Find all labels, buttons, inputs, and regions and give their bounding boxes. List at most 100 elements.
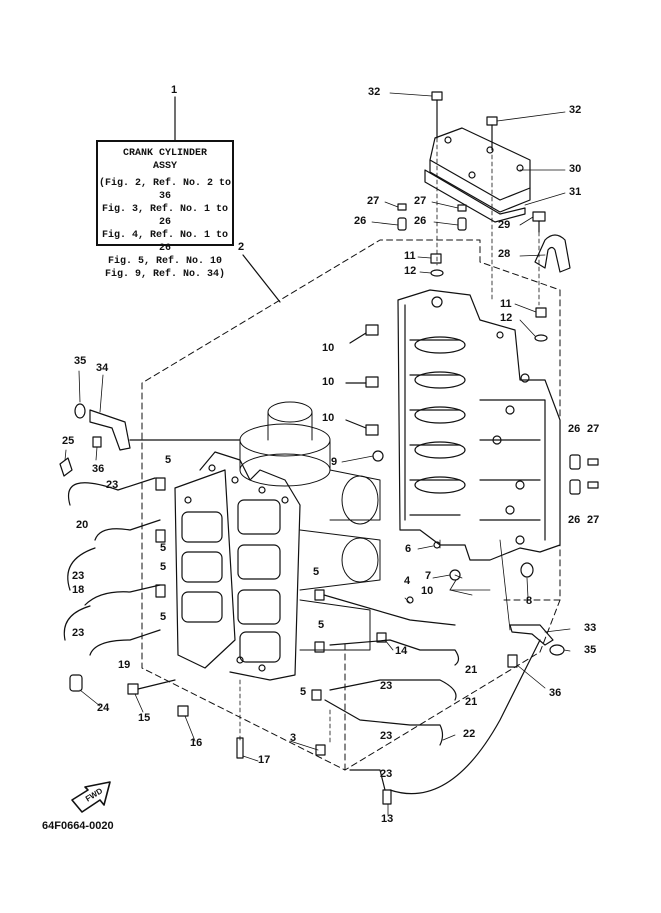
pin-17	[236, 737, 244, 759]
vertical-leader-lines	[239, 137, 540, 746]
callout-23: 23	[72, 627, 85, 639]
callout-31: 31	[569, 186, 582, 198]
hoses-left	[63, 477, 161, 656]
assembly-ref-line: (Fig. 2, Ref. No. 2 to 36	[98, 178, 232, 202]
bolt-36-left	[92, 436, 102, 448]
callout-17: 17	[258, 754, 271, 766]
bolt-32-right	[486, 116, 498, 151]
callout-23: 23	[72, 570, 85, 582]
callout-10: 10	[421, 585, 434, 597]
callout-6: 6	[405, 543, 412, 555]
leader-2	[242, 254, 281, 303]
callout-7: 7	[425, 570, 432, 582]
callout-36: 36	[92, 463, 105, 475]
cylinder-block	[397, 289, 561, 561]
washer-12-left	[430, 269, 444, 277]
clip-26-mid	[457, 217, 467, 231]
callout-20: 20	[76, 519, 89, 531]
document-code: 64F0664-0020	[42, 820, 114, 832]
clip-25	[59, 457, 73, 477]
callout-26: 26	[568, 423, 581, 435]
callout-33: 33	[584, 622, 597, 634]
callout-18: 18	[72, 584, 85, 596]
callout-9: 9	[331, 456, 338, 468]
callout-5: 5	[318, 619, 325, 631]
tube-13	[382, 789, 392, 805]
callout-5: 5	[313, 566, 320, 578]
bolt-16	[177, 705, 189, 717]
grommet-24	[69, 674, 83, 692]
callout-15: 15	[138, 712, 151, 724]
screw-27-mid	[457, 204, 467, 212]
cover-34	[89, 409, 241, 451]
callout-10: 10	[322, 376, 335, 388]
assembly-ref-line: Fig. 9, Ref. No. 34)	[104, 269, 226, 280]
fitting-5-left-c	[155, 584, 166, 598]
clip-26-right-b	[569, 479, 581, 495]
plug-4	[406, 596, 414, 604]
callout-24: 24	[97, 702, 110, 714]
callout-26: 26	[568, 514, 581, 526]
callout-19: 19	[118, 659, 131, 671]
fitting-5-left-a	[155, 477, 166, 491]
callout-27: 27	[587, 423, 600, 435]
fwd-direction-arrow	[71, 781, 111, 813]
assembly-title-line2: ASSY	[152, 161, 177, 172]
bracket-28	[534, 234, 571, 273]
callout-14: 14	[395, 645, 408, 657]
callout-5: 5	[165, 454, 172, 466]
plug-9	[372, 450, 384, 462]
leader-lines-misc	[404, 539, 511, 631]
bolt-11-left	[430, 253, 442, 264]
callout-16: 16	[190, 737, 203, 749]
callout-32: 32	[368, 86, 381, 98]
callout-32: 32	[569, 104, 582, 116]
callout-1: 1	[171, 84, 178, 96]
clip-26-right-a	[569, 454, 581, 470]
callout-leaders	[64, 92, 571, 816]
bolt-32-left	[431, 91, 443, 139]
callout-10: 10	[322, 412, 335, 424]
assembly-ref-line: Fig. 5, Ref. No. 10	[107, 256, 223, 267]
callout-5: 5	[160, 611, 167, 623]
bolt-29	[532, 211, 546, 233]
cap-35-left	[74, 403, 86, 419]
callout-35: 35	[74, 355, 87, 367]
assembly-ref-line: Fig. 4, Ref. No. 1 to 26	[101, 230, 229, 254]
fittings-5-center	[311, 589, 326, 756]
callout-36: 36	[549, 687, 562, 699]
callout-23: 23	[380, 730, 393, 742]
callout-29: 29	[498, 219, 511, 231]
callout-23: 23	[106, 479, 119, 491]
assembly-title-line1: CRANK CYLINDER	[122, 148, 207, 159]
clip-26-left	[397, 217, 407, 231]
crankshaft-outline	[239, 401, 381, 651]
bolt-11-right	[535, 307, 547, 318]
fitting-14	[376, 632, 387, 643]
cylinder-head-cover	[424, 127, 531, 223]
assembly-ref-line: Fig. 3, Ref. No. 1 to 26	[101, 204, 229, 228]
cap-35-right	[549, 644, 565, 656]
sensor-10-a	[349, 324, 379, 344]
callout-22: 22	[463, 728, 476, 740]
callout-12: 12	[404, 265, 417, 277]
callout-5: 5	[300, 686, 307, 698]
callout-30: 30	[569, 163, 582, 175]
fitting-5-left-b	[155, 529, 166, 543]
callout-11: 11	[500, 298, 512, 310]
sensor-10-c	[345, 419, 379, 436]
bolt-36-right	[507, 654, 518, 668]
callout-28: 28	[498, 248, 511, 260]
bolt-15	[127, 679, 176, 695]
callout-13: 13	[381, 813, 394, 825]
hoses-right	[323, 594, 541, 795]
callout-23: 23	[380, 680, 393, 692]
callout-34: 34	[96, 362, 109, 374]
callout-26: 26	[414, 215, 427, 227]
callout-27: 27	[367, 195, 380, 207]
exhaust-cover-plate	[174, 451, 301, 681]
washer-12-right	[534, 334, 548, 342]
callout-21: 21	[465, 696, 478, 708]
callout-25: 25	[62, 435, 75, 447]
